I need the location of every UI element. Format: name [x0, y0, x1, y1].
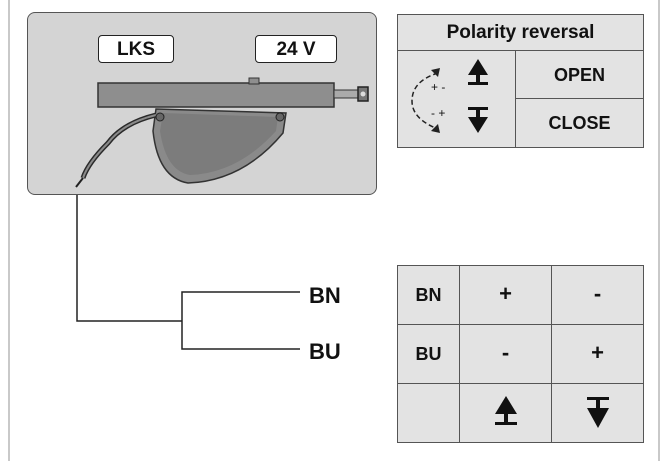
symbol-top-text: + - [431, 80, 445, 94]
close-label: CLOSE [548, 113, 611, 133]
table-row-bn-wire: BN [398, 266, 460, 325]
gear-housing-shade [160, 113, 278, 175]
symbol-bottom-text: - + [431, 106, 445, 120]
bu-wire-label: BU [309, 339, 341, 364]
actuator-illustration [75, 77, 369, 188]
arc-arrow-bottom-icon [431, 124, 440, 133]
up-arrow-icon [468, 59, 488, 85]
table-row-bu-wire: BU [398, 325, 460, 384]
split-wires [181, 291, 300, 350]
polarity-symbol: + - - + [398, 51, 516, 147]
rotation-arc [411, 72, 439, 130]
polarity-title: Polarity reversal [398, 15, 643, 51]
table-row-bu-open: - [460, 325, 552, 384]
page-border-left [8, 0, 10, 461]
arc-arrow-top-icon [431, 68, 440, 77]
table-row-bn-close: - [552, 266, 643, 325]
open-label: OPEN [516, 51, 643, 99]
main-wire [76, 195, 182, 322]
down-arrow-icon [587, 397, 609, 428]
up-arrow-icon [495, 396, 517, 425]
polarity-reversal-table: Polarity reversal + - - + OPEN CLOSE [397, 14, 644, 148]
table-row-bn-open: + [460, 266, 552, 325]
table-footer-close [552, 384, 643, 442]
table-footer-open [460, 384, 552, 442]
down-arrow-icon [468, 107, 488, 133]
page-border-right [658, 0, 660, 461]
model-label: LKS [98, 35, 174, 63]
actuator-tube [97, 82, 335, 108]
table-row-bu-close: + [552, 325, 643, 384]
voltage-label: 24 V [255, 35, 337, 63]
table-footer-empty [398, 384, 460, 442]
actuator-device-panel: LKS 24 V [27, 12, 377, 195]
bn-wire-label: BN [309, 283, 341, 308]
cable-end [75, 177, 84, 188]
wiring-table: BN + - BU - + [397, 265, 644, 443]
